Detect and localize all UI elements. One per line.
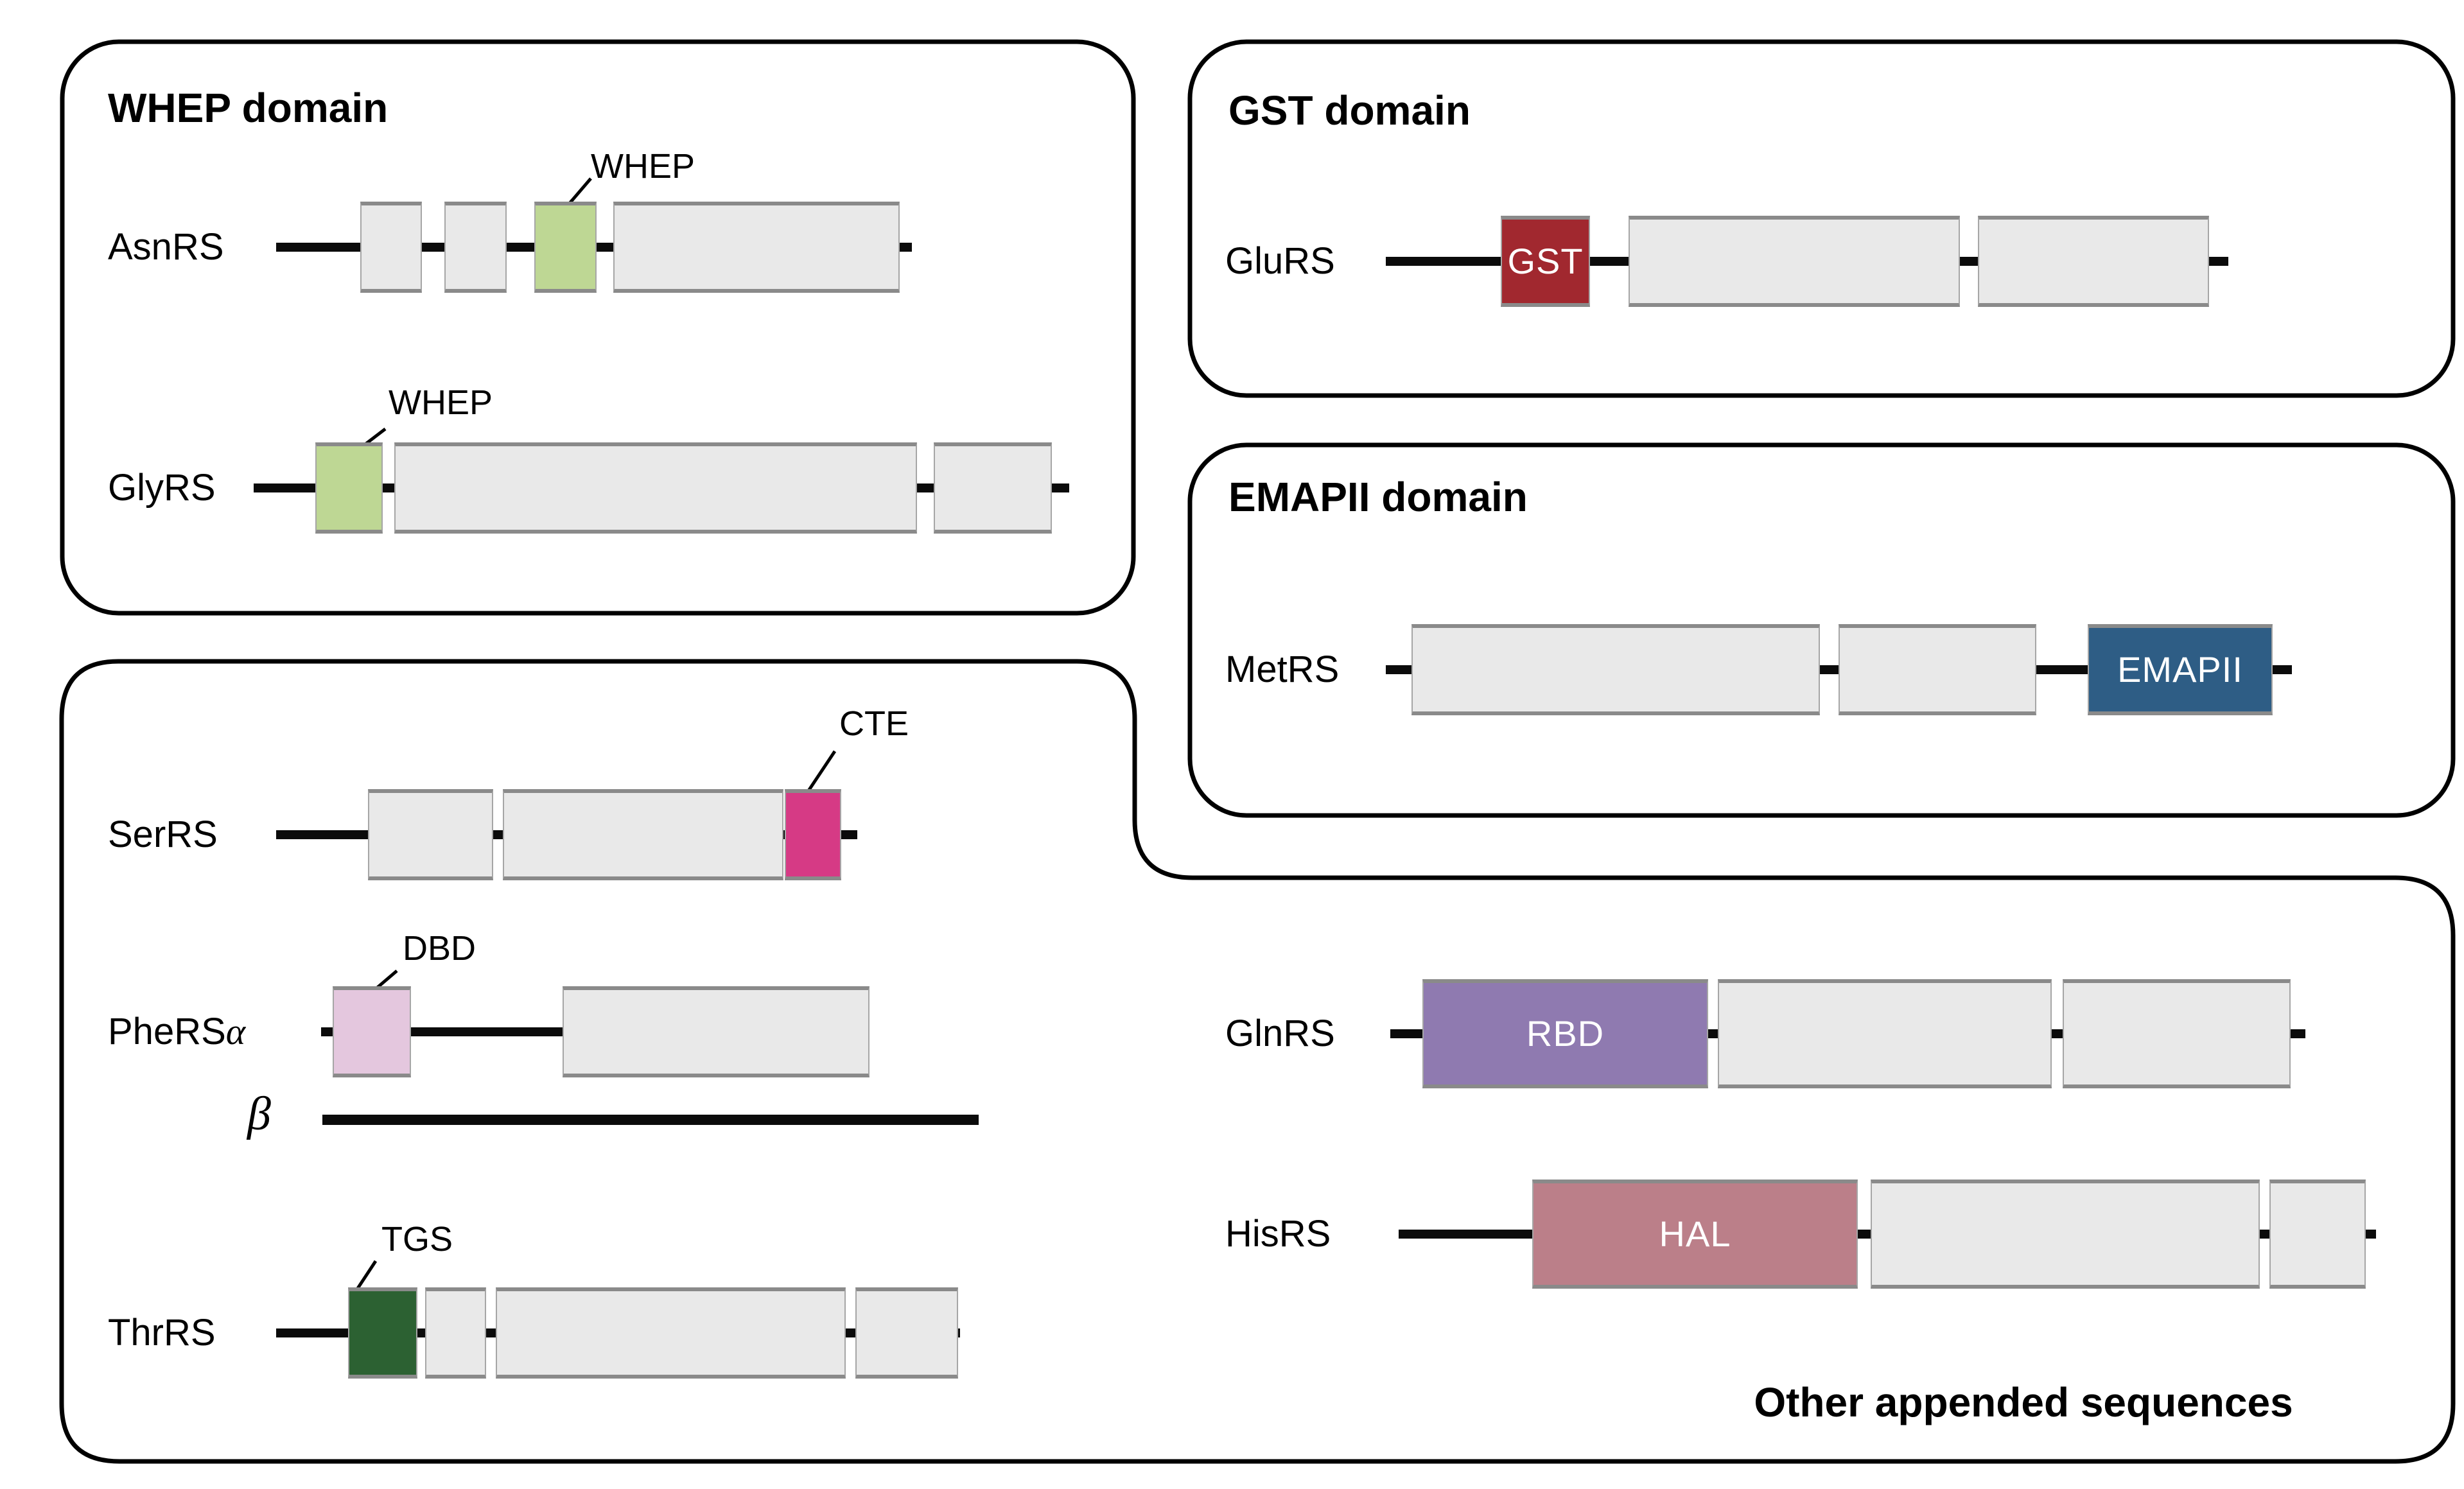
- serrs-catalytic-domain-box: [503, 789, 783, 880]
- glnrs-rbd-domain-box: RBD: [1422, 979, 1708, 1088]
- phersb-row-label: β: [247, 1088, 271, 1140]
- hisrs-hal-domain-box: HAL: [1532, 1180, 1858, 1289]
- glurs-row-label: GluRS: [1225, 240, 1335, 282]
- phersa-row-label-base: PheRS: [108, 1011, 226, 1052]
- glnrs-rbd-box-label: RBD: [1526, 1013, 1605, 1054]
- serrs-cte-domain-box: [785, 789, 841, 880]
- thrrs-catalytic-domain-box: [496, 1287, 846, 1379]
- thrrs-tgs-domain-box: [348, 1287, 417, 1379]
- phersa-dbd-annotation: DBD: [403, 929, 476, 968]
- hisrs-generic-domain-box-2: [2269, 1180, 2366, 1289]
- asnrs-catalytic-domain-box: [613, 202, 900, 293]
- hisrs-row-label: HisRS: [1225, 1213, 1331, 1255]
- glyrs-generic-domain-box: [934, 442, 1052, 534]
- glyrs-whep-domain-box: [315, 442, 383, 534]
- phersb-backbone-line: [322, 1115, 979, 1125]
- asnrs-whep-annotation: WHEP: [591, 147, 695, 186]
- thrrs-row-label: ThrRS: [108, 1312, 216, 1354]
- asnrs-whep-pointer-line: [566, 177, 592, 207]
- metrs-emapii-box-label: EMAPII: [2117, 649, 2243, 690]
- phersa-row-label-greek: α: [225, 1011, 246, 1052]
- glyrs-catalytic-domain-box: [394, 442, 917, 534]
- glyrs-whep-annotation: WHEP: [389, 383, 493, 422]
- phersa-catalytic-domain-box: [563, 986, 869, 1077]
- whep-panel-title: WHEP domain: [108, 85, 389, 131]
- glurs-generic-domain-box-1: [1629, 216, 1960, 307]
- metrs-row-label: MetRS: [1225, 649, 1340, 690]
- asnrs-whep-domain-box: [534, 202, 597, 293]
- gst-panel-outline: [1187, 39, 2456, 398]
- serrs-row-label: SerRS: [108, 814, 218, 855]
- thrrs-tgs-pointer-line: [355, 1260, 378, 1291]
- glnrs-generic-domain-box-1: [1718, 979, 2052, 1088]
- thrrs-tgs-annotation: TGS: [381, 1220, 453, 1258]
- phersa-dbd-domain-box: [333, 986, 411, 1077]
- metrs-generic-domain-box: [1839, 624, 2036, 715]
- asnrs-generic-domain-box-1: [360, 202, 422, 293]
- other-panel-title: Other appended sequences: [1754, 1379, 2293, 1425]
- serrs-cte-annotation: CTE: [839, 704, 909, 743]
- glurs-gst-domain-box: GST: [1501, 216, 1590, 307]
- glurs-generic-domain-box-2: [1978, 216, 2209, 307]
- metrs-emapii-domain-box: EMAPII: [2088, 624, 2273, 715]
- whep-panel-outline: [60, 39, 1136, 616]
- emapii-panel-outline: [1187, 442, 2456, 818]
- serrs-generic-domain-box: [368, 789, 493, 880]
- glnrs-generic-domain-box-2: [2063, 979, 2291, 1088]
- glurs-gst-box-label: GST: [1507, 241, 1584, 281]
- phersa-row-label: PheRSα: [108, 1013, 245, 1050]
- metrs-catalytic-domain-box: [1411, 624, 1820, 715]
- hisrs-hal-box-label: HAL: [1659, 1214, 1731, 1254]
- asnrs-row-label: AsnRS: [108, 226, 224, 268]
- asnrs-generic-domain-box-2: [444, 202, 507, 293]
- thrrs-generic-domain-box-1: [425, 1287, 486, 1379]
- serrs-cte-pointer-line: [806, 750, 837, 793]
- other-panel-outline: [59, 659, 2456, 1464]
- emapii-panel-title: EMAPII domain: [1228, 474, 1528, 520]
- glnrs-row-label: GlnRS: [1225, 1013, 1335, 1054]
- gst-panel-title: GST domain: [1228, 87, 1471, 134]
- thrrs-generic-domain-box-2: [855, 1287, 958, 1379]
- hisrs-generic-domain-box-1: [1871, 1180, 2260, 1289]
- glyrs-row-label: GlyRS: [108, 467, 216, 509]
